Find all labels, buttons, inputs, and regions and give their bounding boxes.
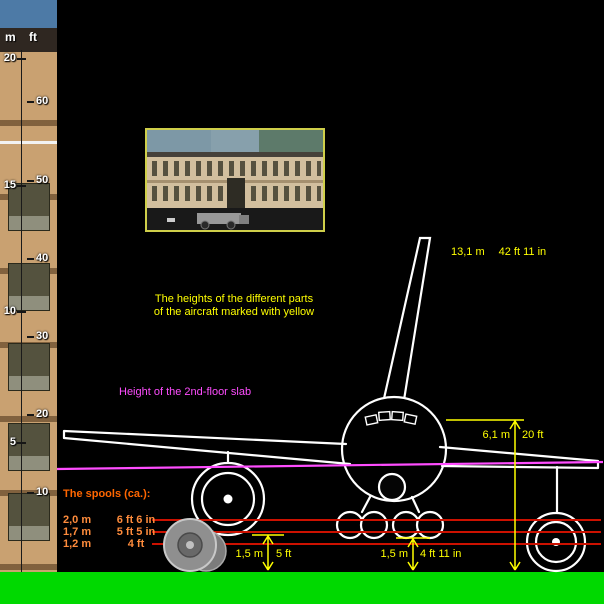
spool-row-ft: 5 ft 5 in [116,526,156,538]
meter-tick-label: 5 [9,436,16,448]
facade-window [8,183,50,231]
tail-height-ft: 42 ft 11 in [498,246,547,258]
engine-clearance-dimension [252,534,284,571]
engine-clearance-m: 1,5 m [235,548,263,560]
spool-row: 1,7 m 5 ft 5 in [63,526,167,538]
pentagon-photo [145,128,325,232]
facade-window [8,343,50,391]
note-line-2: of the aircraft marked with yellow [153,306,315,318]
feet-tick [27,101,34,103]
tail-height-label: 13,1 m 42 ft 11 in [451,246,546,258]
spool-row-ft: 4 ft [127,538,145,550]
feet-tick [27,258,34,260]
feet-tick [27,336,34,338]
spool-row-m: 1,2 m [63,538,92,550]
right-engine [525,511,587,573]
facade-window [8,493,50,541]
meter-tick [17,442,26,444]
ruler-header-band [0,28,57,52]
yellow-dimension-lines [252,419,524,571]
second-floor-slab-line [56,460,604,471]
spool-height-lines [152,519,601,545]
meter-tick [17,185,26,187]
fuselage-height-m: 6,1 m [482,429,510,441]
feet-tick-label: 60 [36,95,49,107]
fuselage [340,395,448,503]
meter-tick [17,58,26,60]
engine-clearance-ft: 5 ft [276,548,292,560]
meter-tick-label: 20 [3,52,16,64]
ruler-sky-patch [0,0,57,28]
feet-tick [27,492,34,494]
spools-heading: The spools (ca.): [63,488,151,500]
feet-tick-label: 30 [36,330,49,342]
feet-unit-label: ft [29,30,37,44]
landing-gear-struts [360,495,421,514]
gear-clearance-dimension [396,537,430,571]
gear-wheel [415,510,445,540]
gear-clearance-m: 1,5 m [380,548,408,560]
spool-row-m: 1,7 m [63,526,92,538]
fuselage-height-ft: 20 ft [522,429,544,441]
feet-tick [27,414,34,416]
ruler-building-facade [0,52,57,572]
grass-strip [0,572,604,604]
spool-row: 1,2 m 4 ft [63,538,167,550]
note-line-1: The heights of the different parts [154,293,314,305]
gear-clearance-ft: 4 ft 11 in [420,548,462,560]
left-engine [190,461,266,537]
pentagon-photo-art [147,130,323,230]
spool-row: 2,0 m 6 ft 6 in [63,514,167,526]
fuselage-height-dimension [446,419,524,571]
meter-unit-label: m [5,30,16,44]
feet-tick-label: 10 [36,486,49,498]
left-wing [62,429,352,466]
gear-wheel [391,510,421,540]
aircraft-outline [62,236,600,573]
spool-row-ft: 6 ft 6 in [116,514,156,526]
slab-height-label: Height of the 2nd-floor slab [119,386,252,398]
height-scale-ruler: m ft 20 15 10 5 60 50 40 30 20 10 [0,0,57,572]
nose-radome [377,472,407,502]
gear-wheel [359,510,389,540]
cable-spool-graphic [163,518,227,572]
facade-window [8,423,50,471]
meter-tick [17,311,26,313]
feet-tick-label: 40 [36,252,49,264]
meter-tick-label: 10 [3,305,16,317]
cockpit-windows [364,410,418,426]
tail-height-m: 13,1 m [451,246,485,258]
feet-tick-label: 20 [36,408,49,420]
gear-wheel [335,510,365,540]
note-text: The heights of the different parts of th… [128,293,340,319]
meter-tick-label: 15 [3,179,16,191]
feet-tick-label: 50 [36,174,49,186]
feet-tick [27,180,34,182]
ruler-reference-line [0,141,57,144]
spool-row-m: 2,0 m [63,514,92,526]
tail-fin [381,236,432,405]
facade-window [8,263,50,311]
